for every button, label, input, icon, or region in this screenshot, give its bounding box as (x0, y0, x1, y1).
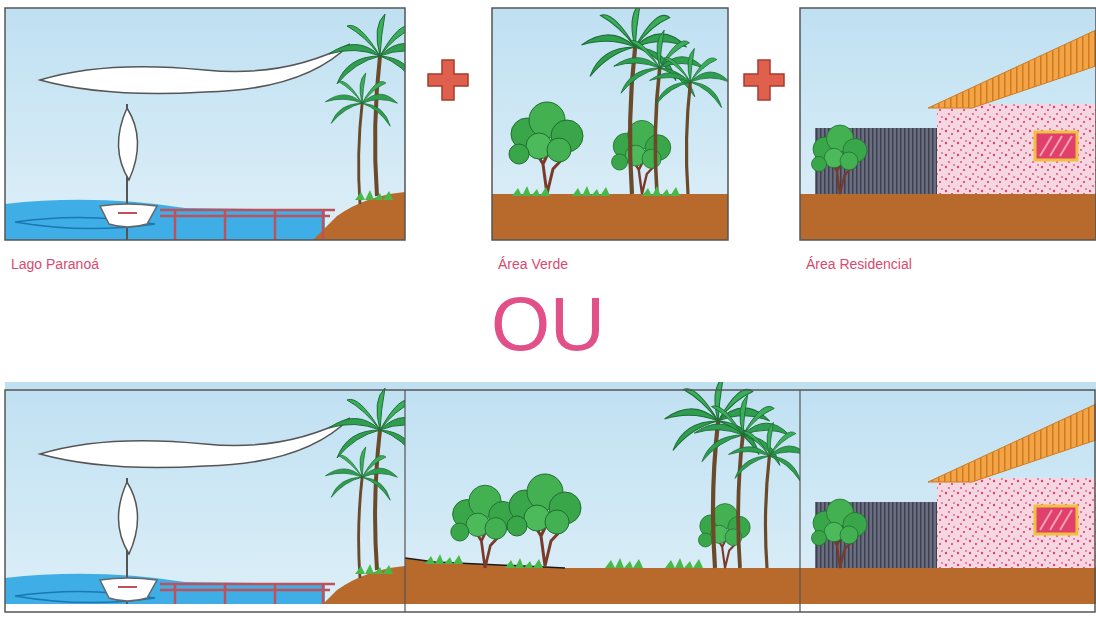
plus-symbol (428, 60, 468, 100)
combined-panel (800, 382, 1096, 620)
panel-caption: Lago Paranoá (11, 256, 99, 273)
panel-caption: Área Verde (498, 256, 568, 273)
lake-panel (5, 8, 429, 248)
green-panel (492, 8, 728, 240)
residential-panel (800, 8, 1096, 240)
residential-panel (800, 8, 1096, 240)
lake-panel (5, 8, 405, 240)
scene-panel: Área Residencial (800, 8, 1096, 280)
plus-symbol (744, 60, 784, 100)
combined-panel (800, 382, 1096, 604)
lake-panel (5, 8, 405, 240)
alternative-label: OU (0, 286, 1096, 362)
combined-panel (5, 382, 405, 604)
green-panel (492, 3, 730, 248)
scene-panel: Área Verde (492, 8, 728, 280)
panel-caption: Área Residencial (806, 256, 912, 273)
green-panel (492, 8, 728, 240)
combined-panel (5, 382, 429, 620)
combined-panel (405, 377, 809, 620)
combined-panel (5, 377, 1096, 620)
residential-panel (800, 8, 1096, 248)
scene-panel: Lago Paranoá (5, 8, 405, 280)
combined-panel (5, 390, 1095, 612)
plus-symbol (428, 60, 468, 100)
plus-symbol (744, 60, 784, 100)
combined-panel (405, 390, 800, 612)
combined-panel (405, 382, 800, 604)
